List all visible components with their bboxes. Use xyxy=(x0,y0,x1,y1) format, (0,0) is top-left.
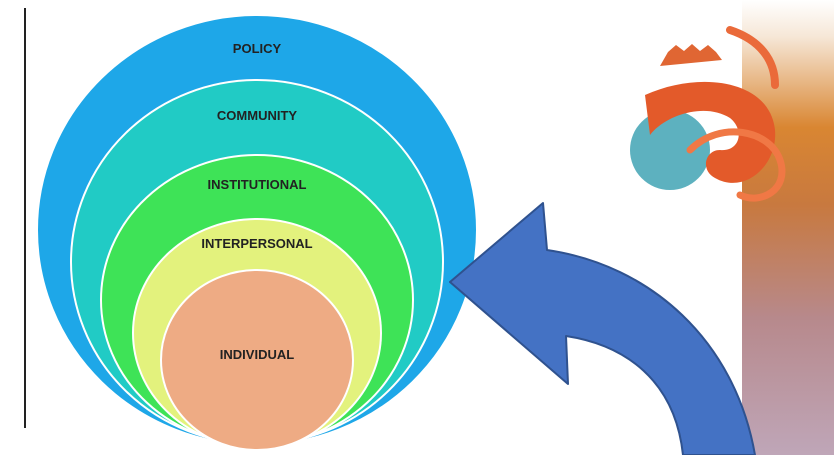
ring-label-community: COMMUNITY xyxy=(217,108,297,123)
left-divider-line xyxy=(24,8,26,428)
ring-label-individual: INDIVIDUAL xyxy=(220,347,294,362)
swirl-logo xyxy=(630,26,786,202)
curved-arrow xyxy=(449,202,756,455)
ring-label-policy: POLICY xyxy=(233,41,282,56)
decorative-side-panel xyxy=(742,0,834,455)
ring-label-interpersonal: INTERPERSONAL xyxy=(201,236,312,251)
ring-label-institutional: INSTITUTIONAL xyxy=(208,177,307,192)
ring-individual: INDIVIDUAL xyxy=(160,269,354,451)
